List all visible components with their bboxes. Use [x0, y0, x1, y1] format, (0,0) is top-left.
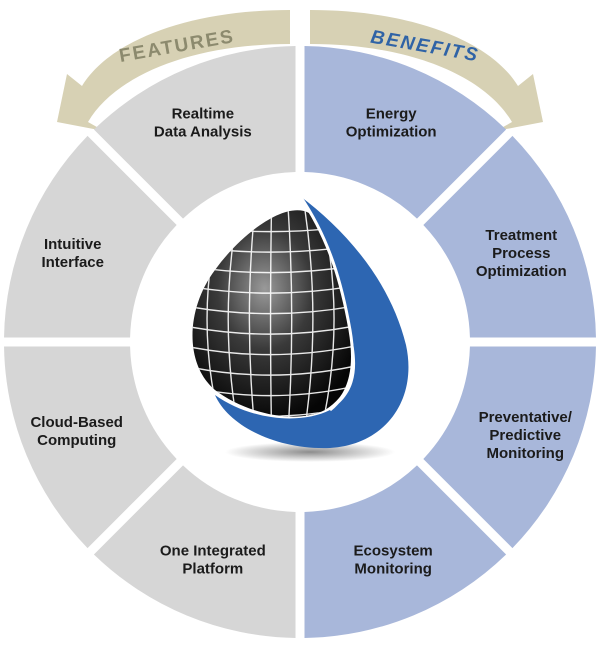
drop-blue-body [215, 196, 409, 449]
segment-treatment [423, 135, 596, 338]
label-treatment-line: Process [492, 245, 550, 262]
label-integrated-line: Platform [182, 560, 243, 577]
label-predictive-line: Predictive [489, 427, 561, 444]
grid-longitude [287, 210, 293, 417]
label-energy-line: Optimization [346, 124, 437, 141]
label-ecosystem-line: Ecosystem [354, 542, 433, 559]
segment-integrated [93, 465, 296, 638]
benefits-arrow [310, 10, 543, 131]
features-arrow [57, 10, 290, 131]
label-cloud-line: Computing [37, 432, 116, 449]
segment-energy [304, 46, 507, 219]
segment-intuitive [4, 135, 177, 338]
drop-white-rim [298, 195, 354, 412]
grid-latitude [192, 364, 353, 376]
label-treatment-line: Optimization [476, 263, 567, 280]
label-realtime-line: Realtime [172, 106, 235, 123]
label-intuitive-line: Interface [41, 254, 104, 271]
segment-predictive [423, 346, 596, 549]
water-drop-globe-icon [192, 195, 409, 462]
label-predictive-line: Monitoring [487, 445, 564, 462]
segment-cloud [4, 346, 177, 549]
label-realtime-line: Data Analysis [154, 124, 252, 141]
drop-shadow [225, 442, 395, 462]
grid-longitude [269, 210, 273, 417]
label-integrated-line: One Integrated [160, 542, 266, 559]
label-intuitive-line: Intuitive [44, 236, 102, 253]
grid-longitude [303, 210, 314, 417]
label-predictive-line: Preventative/ [479, 409, 573, 426]
grid-longitude [248, 210, 256, 417]
label-cloud-line: Cloud-Based [30, 414, 123, 431]
segment-ring [4, 46, 596, 638]
label-ecosystem-line: Monitoring [354, 560, 431, 577]
label-energy-line: Energy [366, 106, 418, 123]
label-treatment-line: Treatment [485, 227, 557, 244]
segment-realtime [93, 46, 296, 219]
segment-ecosystem [304, 465, 507, 638]
